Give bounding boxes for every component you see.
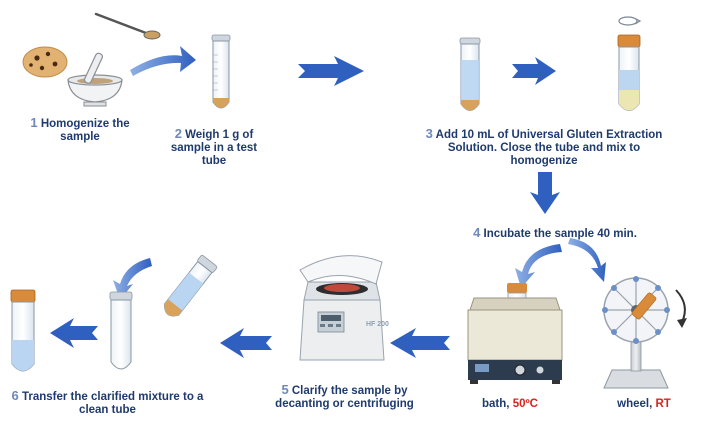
step-2-label: 2 Weigh 1 g of sample in a test tube — [158, 127, 270, 168]
capped-tube-mixing-icon — [617, 16, 642, 111]
step-3-text: Add 10 mL of Universal Gluten Extraction… — [435, 129, 663, 167]
clean-tube-icon — [109, 291, 133, 370]
test-tube-with-sample-icon — [211, 34, 231, 109]
step-5-text: Clarify the sample by decanting or centr… — [275, 385, 414, 410]
cookie-icon — [22, 46, 68, 78]
step-6-number: 6 — [11, 388, 19, 403]
step-3-label: 3 Add 10 mL of Universal Gluten Extracti… — [413, 127, 675, 168]
curved-arrow-pour — [113, 258, 152, 300]
mortar-pestle-icon — [67, 52, 123, 107]
step-5-label: 5 Clarify the sample by decanting or cen… — [262, 383, 427, 411]
step-6-label: 6 Transfer the clarified mixture to a cl… — [0, 389, 215, 417]
centrifuge-badge: HF 200 — [366, 321, 389, 328]
step-4-label: 4 Incubate the sample 40 min. — [460, 226, 650, 241]
step-4-text: Incubate the sample 40 min. — [483, 228, 637, 240]
step-3-number: 3 — [425, 126, 433, 141]
centrifuge-icon: HF 200 — [299, 255, 389, 361]
wheel-option-label: wheel, RT — [604, 398, 684, 411]
arrow-2-3 — [298, 56, 364, 86]
step-1-number: 1 — [30, 115, 38, 130]
bath-option-label: bath, 50ºC — [470, 398, 550, 411]
step-4-number: 4 — [473, 225, 481, 240]
arrow-5-6 — [50, 318, 98, 348]
arrow-3-mix — [512, 57, 556, 85]
curved-arrow-1-2 — [130, 46, 196, 76]
arrow-5-6-top — [220, 328, 272, 358]
spoon-icon — [94, 12, 161, 40]
arrow-3-4 — [530, 172, 560, 214]
step-2-number: 2 — [174, 126, 182, 141]
rotating-wheel-icon — [602, 276, 687, 389]
water-bath-icon — [467, 283, 563, 384]
step-1-text: Homogenize the sample — [40, 118, 130, 143]
bath-temperature: 50ºC — [512, 398, 538, 410]
curved-arrow-bath — [515, 244, 562, 288]
wheel-temperature: RT — [655, 398, 671, 410]
clarified-tube-icon — [10, 289, 36, 372]
wheel-label: wheel, — [617, 398, 653, 410]
tilted-tube-icon — [163, 255, 218, 317]
step-6-text: Transfer the clarified mixture to a clea… — [21, 391, 204, 416]
tube-with-solution-icon — [459, 37, 481, 111]
step-2-text: Weigh 1 g of sample in a test tube — [170, 129, 258, 167]
step-1-label: 1 Homogenize the sample — [20, 116, 140, 144]
curved-arrow-wheel — [568, 238, 606, 282]
bath-label: bath, — [482, 398, 510, 410]
arrow-bath-5 — [390, 328, 450, 358]
step-5-number: 5 — [281, 382, 289, 397]
